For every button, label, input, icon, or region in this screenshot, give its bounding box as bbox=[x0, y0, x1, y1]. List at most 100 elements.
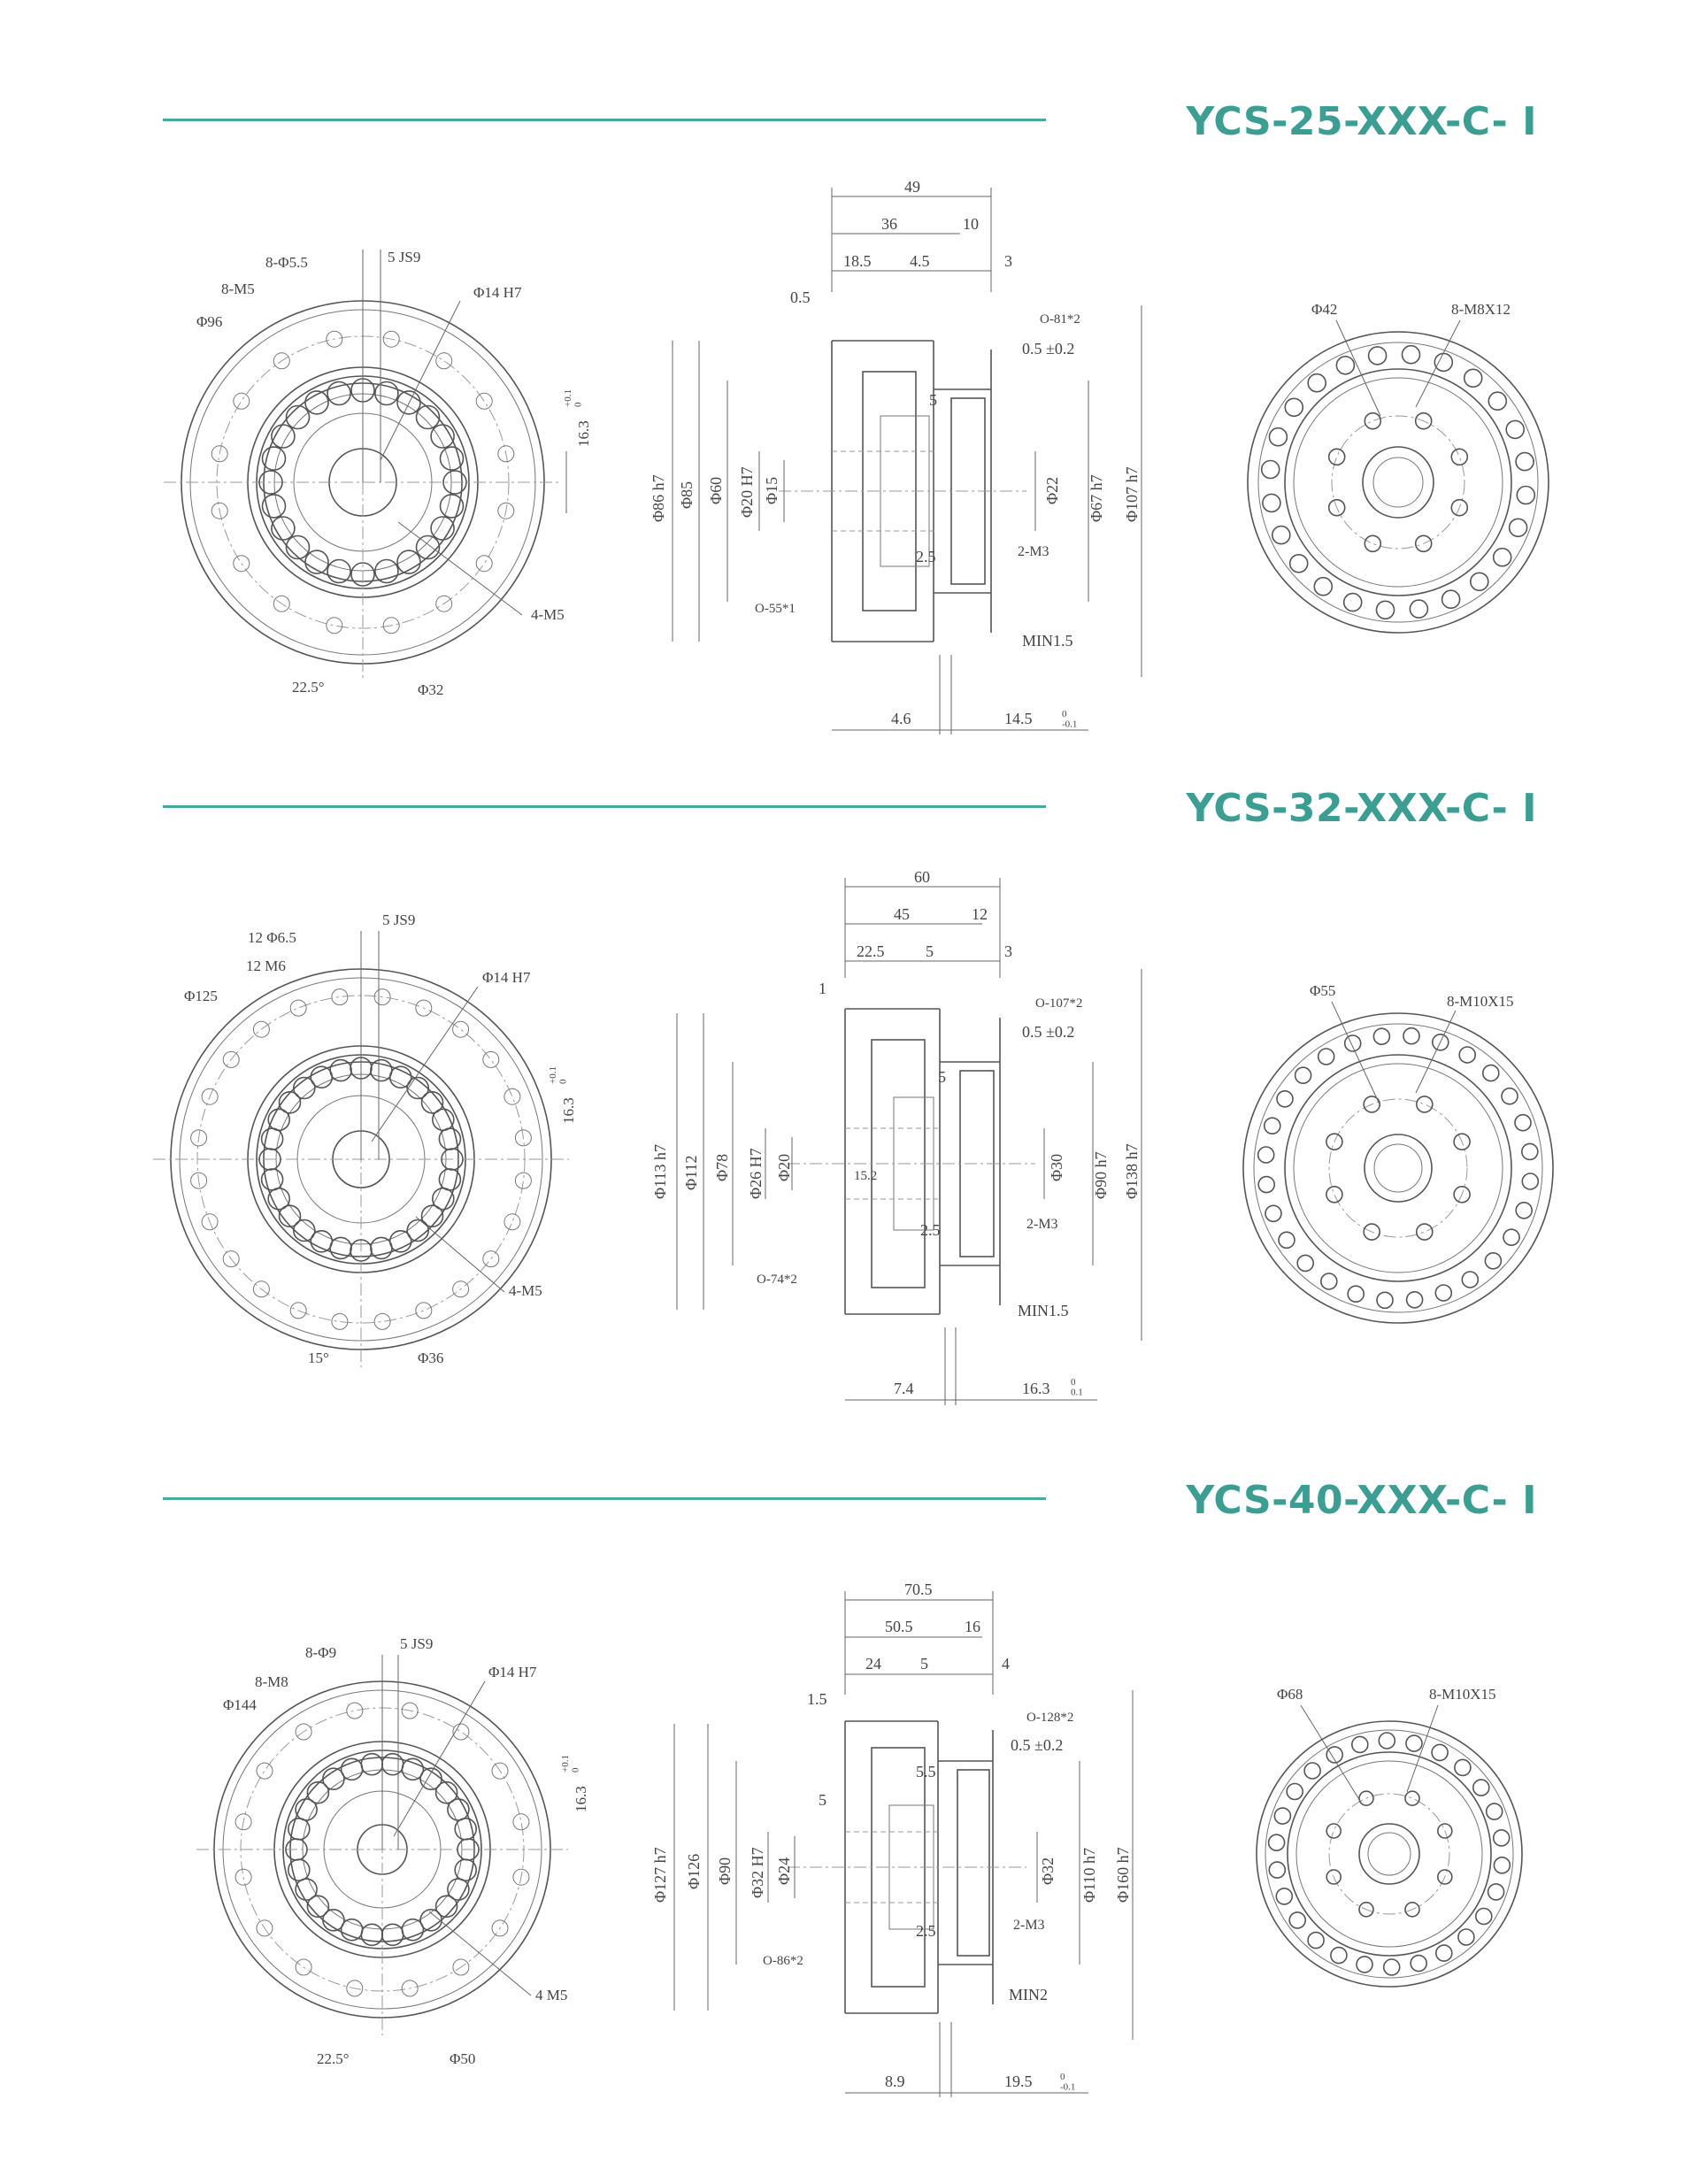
dim-d1: Φ86 h7 bbox=[650, 474, 667, 522]
dim-d4: Φ26 H7 bbox=[747, 1148, 765, 1199]
bolt-hole bbox=[285, 404, 311, 430]
label-gap: 0.5 ±0.2 bbox=[1011, 1736, 1063, 1754]
bolt-hole bbox=[1327, 448, 1346, 466]
bolt-hole bbox=[1482, 1064, 1500, 1082]
bolt-hole bbox=[438, 1127, 462, 1150]
bolt-hole bbox=[1472, 1779, 1490, 1796]
bolt-hole bbox=[497, 502, 515, 519]
bolt-hole bbox=[497, 445, 515, 463]
bolt-hole bbox=[452, 1958, 470, 1976]
label-back-thread: 8-M10X15 bbox=[1429, 1686, 1496, 1703]
bolt-hole bbox=[1260, 459, 1280, 480]
bolt-hole bbox=[360, 1752, 384, 1776]
label-tap2: 2-M3 bbox=[1026, 1217, 1058, 1232]
dim-d3: Φ78 bbox=[713, 1154, 731, 1181]
section-divider bbox=[163, 1497, 1046, 1500]
dim-len-c: 24 bbox=[865, 1655, 881, 1673]
bolt-hole bbox=[329, 1058, 352, 1082]
dim-d5: Φ24 bbox=[775, 1857, 793, 1885]
dim-d2: Φ112 bbox=[682, 1156, 700, 1191]
bolt-hole bbox=[441, 1148, 464, 1171]
label-key: 5 JS9 bbox=[400, 1635, 433, 1652]
bolt-hole bbox=[388, 1065, 412, 1088]
bolt-hole bbox=[430, 424, 455, 449]
dim-d4: Φ20 H7 bbox=[738, 466, 756, 518]
bolt-hole bbox=[1414, 411, 1433, 430]
bolt-hole bbox=[1350, 1735, 1369, 1754]
bolt-hole bbox=[350, 562, 375, 587]
bolt-hole bbox=[1286, 1782, 1303, 1801]
label-tap: 4 M5 bbox=[535, 1987, 567, 2003]
bolt-hole bbox=[1434, 1944, 1453, 1962]
dim-d1: Φ127 h7 bbox=[651, 1847, 669, 1903]
bolt-hole bbox=[382, 617, 400, 634]
bolt-hole bbox=[310, 1230, 334, 1253]
dim-len-d: 4.5 bbox=[910, 252, 930, 270]
bolt-hole bbox=[252, 1280, 270, 1298]
bolt-hole bbox=[434, 1780, 458, 1804]
bolt-hole bbox=[1296, 1254, 1314, 1273]
bolt-hole bbox=[258, 470, 283, 495]
dim-d3: Φ60 bbox=[707, 477, 725, 504]
bolt-hole bbox=[454, 1858, 477, 1882]
bolt-hole bbox=[1461, 1271, 1480, 1288]
bolt-hole bbox=[1317, 1048, 1335, 1065]
label-thread: 12 M6 bbox=[246, 957, 286, 974]
label-gap: 0.5 ±0.2 bbox=[1022, 1023, 1074, 1041]
bolt-hole bbox=[252, 1020, 270, 1038]
bolt-hole bbox=[1268, 427, 1288, 447]
bolt-hole bbox=[1457, 1928, 1475, 1946]
bolt-hole bbox=[260, 1127, 284, 1150]
bolt-hole bbox=[211, 502, 228, 519]
bolt-hole bbox=[267, 1108, 290, 1132]
bolt-hole bbox=[1288, 1911, 1306, 1929]
bolt-hole bbox=[504, 1213, 521, 1231]
dim-d4: Φ32 H7 bbox=[749, 1847, 766, 1898]
bolt-hole bbox=[1358, 1901, 1374, 1918]
bolt-hole bbox=[1514, 1113, 1532, 1132]
bolt-hole bbox=[1262, 493, 1281, 513]
label-tol: +0.10 bbox=[563, 389, 584, 407]
model-title: YCS-32-XXX-C- Ⅰ bbox=[1186, 786, 1537, 831]
dim-d6: Φ30 bbox=[1048, 1154, 1065, 1181]
bolt-hole bbox=[1284, 397, 1304, 418]
bolt-hole bbox=[1409, 599, 1429, 619]
bolt-hole bbox=[401, 1918, 425, 1942]
bolt-hole bbox=[373, 1312, 391, 1330]
bolt-hole bbox=[1458, 1046, 1476, 1064]
label-holes: 8-Φ5.5 bbox=[265, 254, 308, 271]
dim-step2: 2.5 bbox=[916, 548, 936, 565]
dim-len-b: 12 bbox=[972, 905, 988, 923]
dim-d7: Φ67 h7 bbox=[1088, 474, 1105, 522]
bolt-hole bbox=[382, 330, 400, 348]
bolt-hole bbox=[1488, 391, 1508, 411]
bolt-hole bbox=[295, 1878, 318, 1901]
bolt-hole bbox=[1485, 1803, 1503, 1820]
bolt-hole bbox=[1492, 547, 1512, 567]
bolt-hole bbox=[1267, 1834, 1286, 1852]
dim-bot2: 19.5 bbox=[1004, 2072, 1033, 2090]
bolt-hole bbox=[1364, 534, 1382, 553]
bolt-hole bbox=[435, 352, 453, 370]
dim-bot1: 4.6 bbox=[891, 710, 911, 727]
bolt-hole bbox=[1403, 1027, 1420, 1045]
dim-d2: Φ85 bbox=[678, 481, 696, 509]
back-view bbox=[1256, 1720, 1523, 1988]
label-back-pcd: Φ42 bbox=[1311, 301, 1337, 318]
bolt-hole bbox=[1358, 1790, 1374, 1806]
bolt-hole bbox=[1265, 1204, 1282, 1223]
bolt-hole bbox=[514, 1172, 532, 1189]
bolt-hole bbox=[190, 1172, 208, 1189]
bolt-hole bbox=[1453, 1185, 1471, 1204]
bolt-hole bbox=[1405, 1291, 1424, 1309]
label-pcd2: Φ50 bbox=[450, 2050, 475, 2067]
bolt-hole bbox=[1326, 1185, 1343, 1204]
bolt-hole bbox=[331, 1312, 349, 1330]
bolt-hole bbox=[370, 1058, 393, 1082]
label-min: MIN1.5 bbox=[1018, 1302, 1069, 1319]
bolt-hole bbox=[1303, 1762, 1321, 1780]
bolt-hole bbox=[329, 1236, 352, 1260]
dim-d8: Φ107 h7 bbox=[1123, 466, 1141, 522]
bolt-hole bbox=[434, 1895, 458, 1919]
bolt-hole bbox=[1288, 554, 1309, 573]
